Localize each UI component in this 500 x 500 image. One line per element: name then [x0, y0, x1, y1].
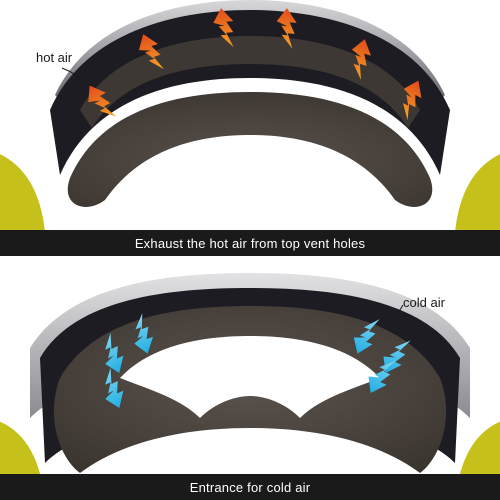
bottom-goggle-photo	[0, 268, 500, 500]
hot-air-pointer	[61, 67, 91, 86]
top-vent-foam	[80, 36, 420, 128]
cold-air-label: cold air	[403, 295, 445, 310]
face-opening-bottom	[120, 336, 380, 418]
bottom-goggle-illustration	[0, 273, 500, 500]
bottom-caption-banner: Entrance for cold air	[0, 474, 500, 500]
top-goggle-photo	[0, 0, 500, 232]
face-foam-top	[67, 92, 433, 207]
bottom-caption-text: Entrance for cold air	[189, 479, 311, 495]
hot-air-label: hot air	[36, 50, 73, 65]
top-caption-text: Exhaust the hot air from top vent holes	[134, 235, 366, 251]
strap-right	[455, 154, 500, 232]
top-caption-banner: Exhaust the hot air from top vent holes	[0, 230, 500, 256]
top-goggle-illustration	[0, 0, 500, 232]
cold-air-pointer	[389, 304, 404, 329]
strap-left	[0, 154, 45, 232]
face-opening-top	[110, 142, 390, 200]
